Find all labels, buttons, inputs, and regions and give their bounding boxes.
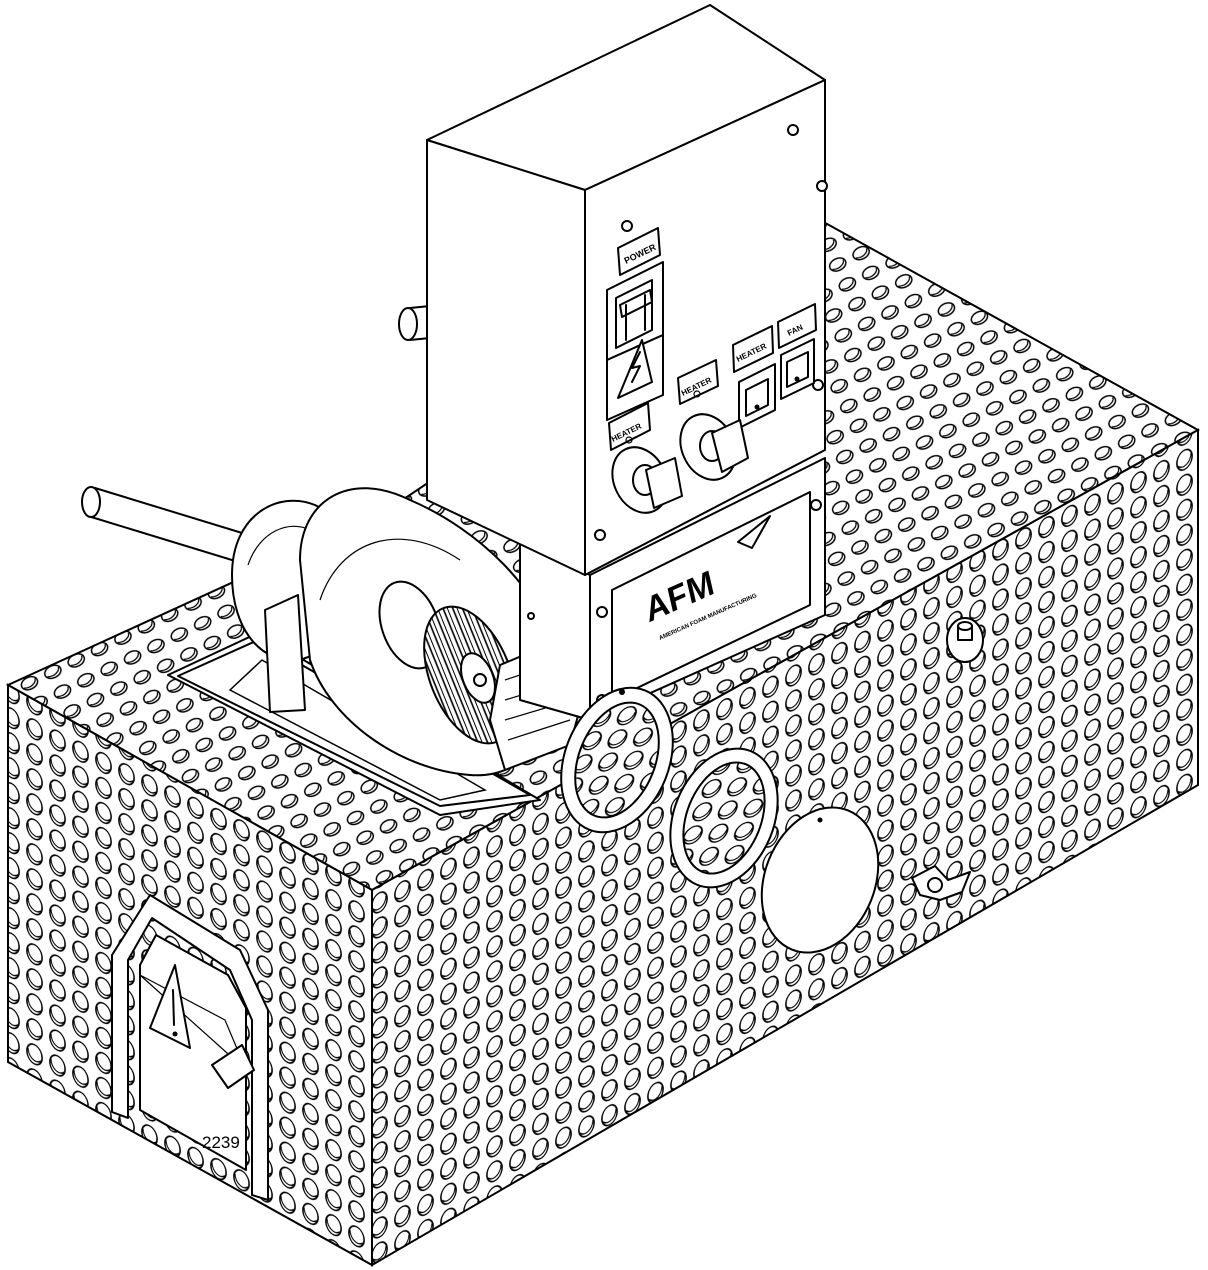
blower-assembly — [231, 437, 586, 777]
high-voltage-warning-icon — [606, 334, 664, 421]
heater-knob-right[interactable] — [670, 405, 749, 489]
fan-rocker-switch[interactable] — [780, 338, 815, 400]
brand-plate — [611, 491, 811, 701]
gasket-ring-2 — [669, 747, 779, 889]
caution-warning-icon — [149, 964, 191, 1049]
power-switch[interactable] — [606, 261, 664, 361]
heater-knob-left[interactable] — [602, 438, 683, 522]
access-door — [111, 894, 269, 1201]
control-box: AFM AMERICAN FOAM MANUFACTURING POWER — [426, 4, 828, 721]
grommet — [946, 617, 984, 663]
wing-nut — [911, 865, 971, 901]
loose-parts — [560, 617, 984, 954]
heater-rocker-switch[interactable] — [738, 363, 776, 429]
gasket-ring-1 — [560, 686, 674, 834]
cover-disc — [760, 806, 880, 954]
figure-number: 2239 — [202, 1133, 240, 1152]
